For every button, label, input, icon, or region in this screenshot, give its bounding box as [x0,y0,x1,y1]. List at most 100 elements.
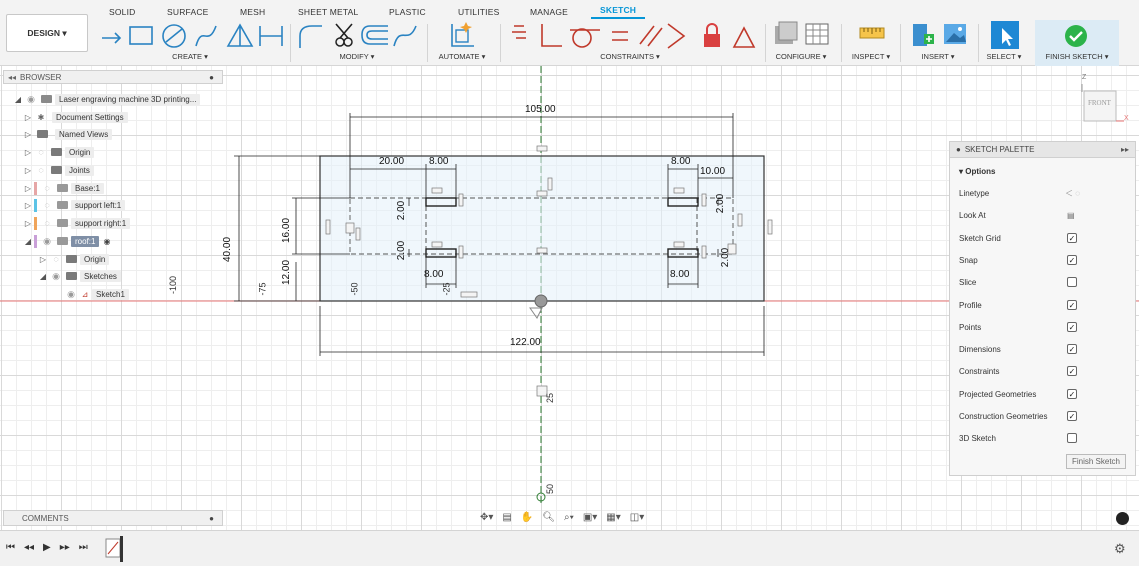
zoom-icon[interactable]: 🔍︎ [542,511,556,523]
palette-header[interactable]: ● SKETCH PALETTE ▸▸ [950,142,1135,158]
dimension-8-bottom-left[interactable]: 8.00 [424,269,444,280]
dimensions-checkbox[interactable]: ✓ [1067,344,1077,354]
construction-geometries-checkbox[interactable]: ✓ [1067,411,1077,421]
constraints-menu[interactable]: CONSTRAINTS ▾ [600,52,660,61]
options-section[interactable]: ▾ Options [959,166,996,176]
dimension-10[interactable]: 10.00 [700,166,726,177]
dimension-2-right-top[interactable]: 2.00 [715,193,727,214]
configure-tools-group[interactable] [772,20,832,50]
automate-dimension-icon[interactable] [448,20,478,50]
browser-item-roof[interactable]: ◢◉roof:1◉ [24,234,111,248]
insert-menu[interactable]: INSERT ▾ [921,52,955,61]
sketch-geometry[interactable] [0,66,1139,530]
display-settings-icon[interactable]: ▣▾ [582,511,598,523]
timeline-settings-gear-icon[interactable]: ⚙ [1114,541,1126,556]
grid-settings-icon[interactable]: ▦▾ [606,511,621,523]
orbit-icon[interactable]: ✥▾ [480,511,494,523]
dimension-16[interactable]: 16.00 [281,217,293,244]
dimension-8-bottom-right[interactable]: 8.00 [670,269,690,280]
tab-solid[interactable]: SOLID [109,7,136,17]
viewports-icon[interactable]: ◫▾ [629,511,645,523]
browser-item-sketch1[interactable]: ◉⊿Sketch1 [64,286,129,302]
palette-collapse-icon[interactable]: ● [956,145,961,154]
profile-checkbox[interactable]: ✓ [1067,300,1077,310]
pin-icon[interactable]: ● [209,72,214,82]
finish-sketch-menu[interactable]: FINISH SKETCH ▾ [1045,52,1109,61]
dimension-40[interactable]: 40.00 [222,236,234,263]
add-comment-icon[interactable]: ● [209,513,214,523]
palette-finish-sketch-button[interactable]: Finish Sketch [1065,454,1126,469]
tab-mesh[interactable]: MESH [240,7,266,17]
points-checkbox[interactable]: ✓ [1067,322,1077,332]
tab-plastic[interactable]: PLASTIC [389,7,426,17]
eye-hidden-icon[interactable]: ◌ [38,147,44,157]
palette-expand-icon[interactable]: ▸▸ [1120,145,1129,154]
browser-item-origin[interactable]: ▷◌Origin [22,144,95,160]
measure-icon[interactable] [858,24,886,44]
constraints-checkbox[interactable]: ✓ [1067,366,1077,376]
modify-menu[interactable]: MODIFY ▾ [339,52,375,61]
tab-utilities[interactable]: UTILITIES [458,7,500,17]
eye-hidden-icon[interactable]: ◌ [38,165,44,175]
dimension-105[interactable]: 105.00 [525,104,556,115]
comments-header[interactable]: COMMENTS ● [3,510,223,526]
go-to-end-icon[interactable]: ⏭ [78,542,88,553]
dimension-122[interactable]: 122.00 [510,337,541,348]
projected-geometries-checkbox[interactable]: ✓ [1067,389,1077,399]
dimension-12[interactable]: 12.00 [281,259,293,286]
eye-icon[interactable]: ◉ [67,288,75,299]
fit-icon[interactable]: ⌕▾ [564,511,574,523]
dimension-8-top-right[interactable]: 8.00 [671,156,691,167]
inspect-menu[interactable]: INSPECT ▾ [851,52,891,61]
browser-item-joints[interactable]: ▷◌Joints [22,162,94,178]
step-forward-icon[interactable]: ▸▸ [59,542,70,553]
configure-menu[interactable]: CONFIGURE ▾ [775,52,827,61]
play-icon[interactable]: ▶ [43,542,51,553]
insert-tools-group[interactable] [910,20,970,50]
eye-icon[interactable]: ◉ [27,93,35,104]
eye-hidden-icon[interactable]: ◌ [53,254,59,264]
tab-surface[interactable]: SURFACE [167,7,209,17]
select-menu[interactable]: SELECT ▾ [986,52,1022,61]
snap-checkbox[interactable]: ✓ [1067,255,1077,265]
create-tools-group[interactable] [98,20,288,52]
automate-menu[interactable]: AUTOMATE ▾ [438,52,486,61]
pan-icon[interactable]: ✋ [520,511,534,523]
browser-item-base[interactable]: ▷◌Base:1 [22,180,104,196]
browser-item-support-left[interactable]: ▷◌support left:1 [22,197,126,213]
timeline-sketch-feature-icon[interactable] [104,536,126,562]
3d-sketch-checkbox[interactable] [1067,433,1077,443]
activate-radio-icon[interactable]: ◉ [103,236,111,246]
select-icon[interactable] [990,20,1020,50]
help-icon[interactable] [1116,512,1129,525]
sketch-grid-checkbox[interactable]: ✓ [1067,233,1077,243]
dimension-2-right-bottom[interactable]: 2.00 [720,247,732,268]
create-menu[interactable]: CREATE ▾ [172,52,208,61]
step-back-icon[interactable]: ◂◂ [24,542,35,553]
eye-hidden-icon[interactable]: ◌ [44,200,50,210]
tab-sheet-metal[interactable]: SHEET METAL [298,7,359,17]
constraints-tools-group[interactable] [508,20,760,52]
dimension-2-left-top[interactable]: 2.00 [396,200,408,221]
view-cube[interactable] [1072,74,1134,128]
linetype-icon[interactable]: ＜ ◌ [1065,188,1080,198]
look-at-icon[interactable]: ▤ [1067,210,1075,220]
finish-sketch-check-icon[interactable] [1064,24,1088,48]
browser-item-sketches[interactable]: ◢◉Sketches [37,268,121,284]
eye-hidden-icon[interactable]: ◌ [44,183,50,193]
modify-tools-group[interactable] [296,20,424,52]
browser-header[interactable]: ◂◂ BROWSER ● [3,70,223,84]
slice-checkbox[interactable] [1067,277,1077,287]
dimension-2-left-bottom[interactable]: 2.00 [396,240,408,261]
browser-item-support-right[interactable]: ▷◌support right:1 [22,215,131,231]
browser-item-document-settings[interactable]: ▷✱Document Settings [22,109,128,125]
dimension-8-top-left[interactable]: 8.00 [429,156,449,167]
browser-item-document[interactable]: ◢◉Laser engraving machine 3D printing... [12,91,201,107]
browser-item-roof-origin[interactable]: ▷◌Origin [37,251,110,267]
view-cube-face-label[interactable]: FRONT [1088,99,1111,107]
dimension-20[interactable]: 20.00 [379,156,405,167]
eye-icon[interactable]: ◉ [52,270,60,281]
eye-hidden-icon[interactable]: ◌ [44,218,50,228]
tab-manage[interactable]: MANAGE [530,7,569,17]
tab-sketch[interactable]: SKETCH [591,5,646,19]
